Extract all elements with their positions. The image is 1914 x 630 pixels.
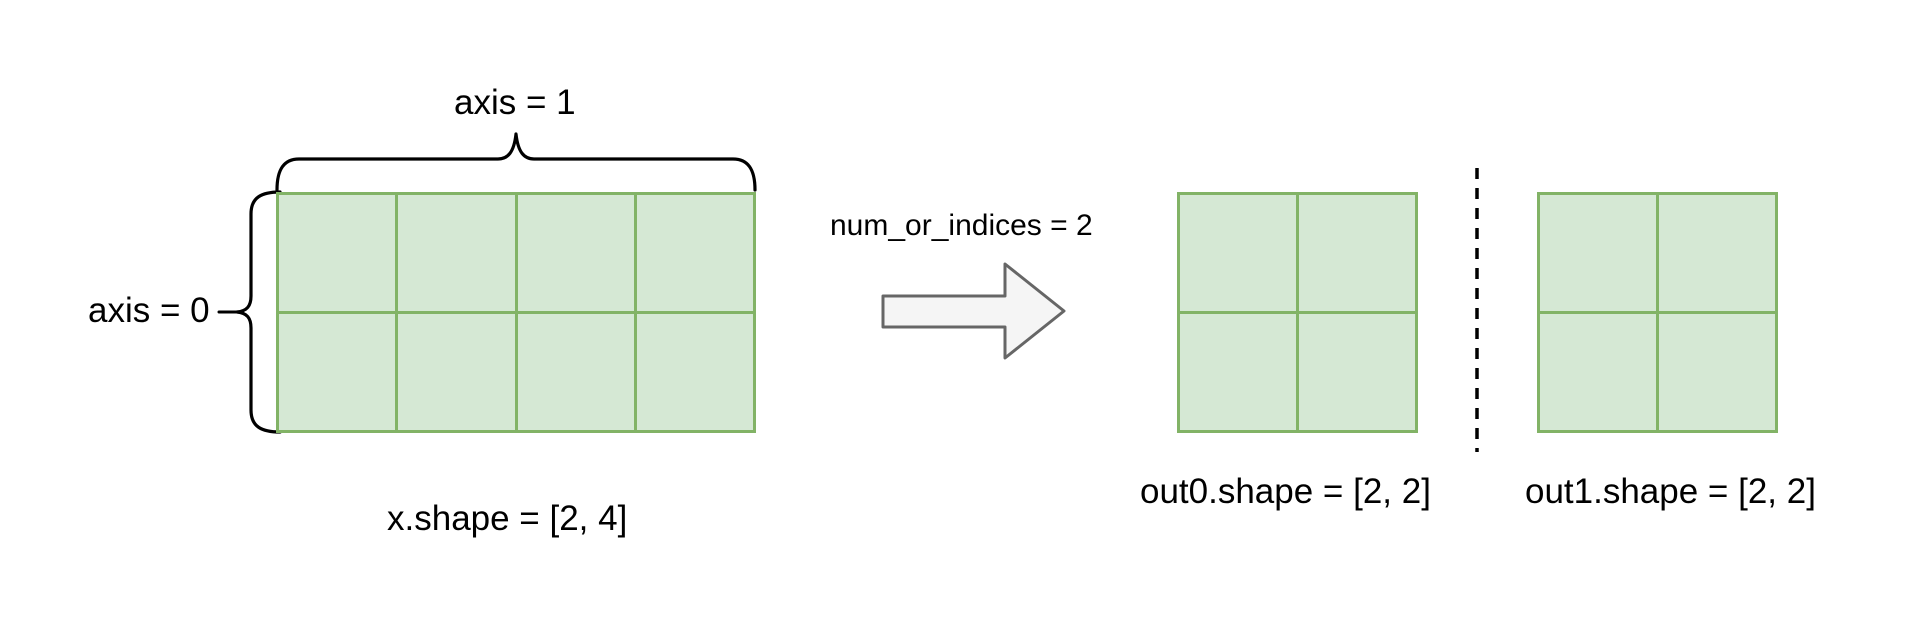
input-shape-label: x.shape = [2, 4] (387, 499, 628, 538)
tensor-cell (517, 314, 634, 430)
tensor-cell (398, 314, 515, 430)
tensor-cell (517, 195, 634, 311)
split-arrow-icon (881, 262, 1066, 360)
tensor-cell (1659, 314, 1775, 430)
tensor-cell (1540, 195, 1656, 311)
axis0-brace (235, 190, 282, 434)
tensor-cell (1299, 195, 1415, 311)
tensor-cell (1180, 314, 1296, 430)
operation-label: num_or_indices = 2 (830, 209, 1093, 242)
tensor-cell (279, 314, 396, 430)
output0-tensor-grid (1177, 192, 1418, 433)
tensor-cell (636, 195, 753, 311)
output0-shape-label: out0.shape = [2, 2] (1140, 472, 1431, 511)
input-tensor-grid (276, 192, 756, 433)
axis1-brace (275, 132, 757, 192)
tensor-cell (1180, 195, 1296, 311)
tensor-cell (398, 195, 515, 311)
tensor-cell (1299, 314, 1415, 430)
tensor-cell (279, 195, 396, 311)
output1-shape-label: out1.shape = [2, 2] (1525, 472, 1816, 511)
tensor-cell (1540, 314, 1656, 430)
axis0-label: axis = 0 (88, 291, 210, 330)
output1-tensor-grid (1537, 192, 1778, 433)
tensor-cell (1659, 195, 1775, 311)
axis1-label: axis = 1 (454, 83, 576, 122)
tensor-cell (636, 314, 753, 430)
